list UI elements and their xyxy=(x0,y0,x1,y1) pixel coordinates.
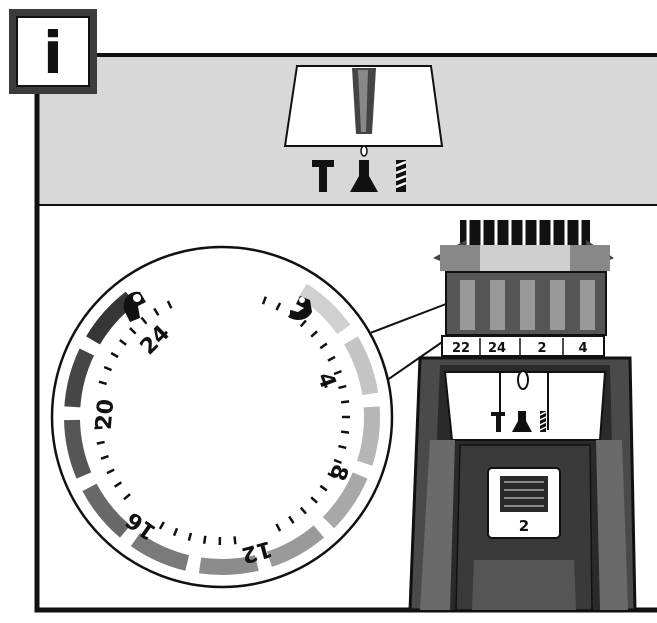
tool-body: 2 xyxy=(408,356,637,612)
dial-tick xyxy=(103,365,113,372)
dial-tick xyxy=(261,296,267,305)
dial-tick xyxy=(233,536,237,545)
dial-segment xyxy=(82,483,131,538)
dial-tick xyxy=(166,300,173,309)
dial-tick xyxy=(94,426,103,430)
dial-segment xyxy=(198,555,259,575)
dial-tick xyxy=(106,468,115,475)
dial-tick xyxy=(187,532,193,541)
dial-segment xyxy=(322,472,368,529)
screw-icon xyxy=(350,160,378,192)
dial-tick xyxy=(338,384,347,390)
dial-tick xyxy=(110,351,119,359)
dial-segment xyxy=(64,348,95,408)
dial-segment xyxy=(86,291,136,345)
dial-tick xyxy=(98,380,107,386)
chuck xyxy=(433,220,614,272)
dial-tick xyxy=(288,515,295,524)
dial-tick xyxy=(319,484,328,492)
dial-tick xyxy=(123,493,131,501)
dial-segments xyxy=(64,283,380,575)
collar-label-22: 22 xyxy=(452,341,470,356)
collar-label-4: 4 xyxy=(578,341,587,356)
dial-tick xyxy=(129,327,137,335)
dial-tick xyxy=(340,400,350,404)
torque-dial: 4 8 12 16 20 24 xyxy=(50,245,394,589)
dial-tick xyxy=(310,330,318,338)
dial-tick xyxy=(327,355,336,362)
collar-label-24: 24 xyxy=(488,341,506,356)
dial-tick xyxy=(140,316,148,325)
flexed-arm-icon xyxy=(290,296,312,320)
hammer-icon xyxy=(312,160,334,192)
dial-tick xyxy=(333,369,342,376)
callout xyxy=(364,303,449,386)
drill-bit-icon xyxy=(539,411,547,432)
speed-label: 2 xyxy=(519,517,529,535)
torque-collar: 22 24 2 4 xyxy=(441,271,607,357)
dial-tick xyxy=(202,535,207,544)
dial-segment xyxy=(266,525,325,567)
mode-selector xyxy=(283,65,444,192)
dial-tick xyxy=(275,302,282,311)
dial-tick xyxy=(333,458,342,465)
dial-number-20: 20 xyxy=(92,398,120,431)
hammer-icon xyxy=(491,412,505,432)
dial-tick xyxy=(113,481,123,488)
dial-tick xyxy=(310,496,318,504)
dial-segment xyxy=(298,283,351,335)
dial-tick xyxy=(319,342,328,350)
dial-tick xyxy=(299,506,307,515)
info-icon: i xyxy=(43,19,63,87)
collar-label-2: 2 xyxy=(537,341,546,356)
drill-bit-icon xyxy=(395,160,407,192)
dial-segment xyxy=(130,532,190,571)
dial-ticks xyxy=(94,296,350,546)
dial-segment xyxy=(344,336,379,396)
dial-segment xyxy=(64,419,92,479)
screw-icon xyxy=(512,411,532,432)
power-tool: 22 24 2 4 xyxy=(408,220,637,612)
dial-tick xyxy=(158,521,165,530)
dial-tick xyxy=(338,444,347,450)
dial-tick xyxy=(327,472,336,479)
flexed-arm-icon xyxy=(123,291,146,322)
dial-tick xyxy=(172,527,179,537)
dial-tick xyxy=(299,319,307,328)
dial-tick xyxy=(153,307,160,316)
dial-tick xyxy=(119,338,127,346)
dial-tick xyxy=(96,440,105,445)
dial-tick xyxy=(100,454,109,460)
info-badge: i xyxy=(9,9,97,94)
dial-tick xyxy=(340,430,350,434)
dial-tick xyxy=(275,523,282,532)
dial-segment xyxy=(357,406,380,466)
speed-switch: 2 xyxy=(487,467,561,539)
